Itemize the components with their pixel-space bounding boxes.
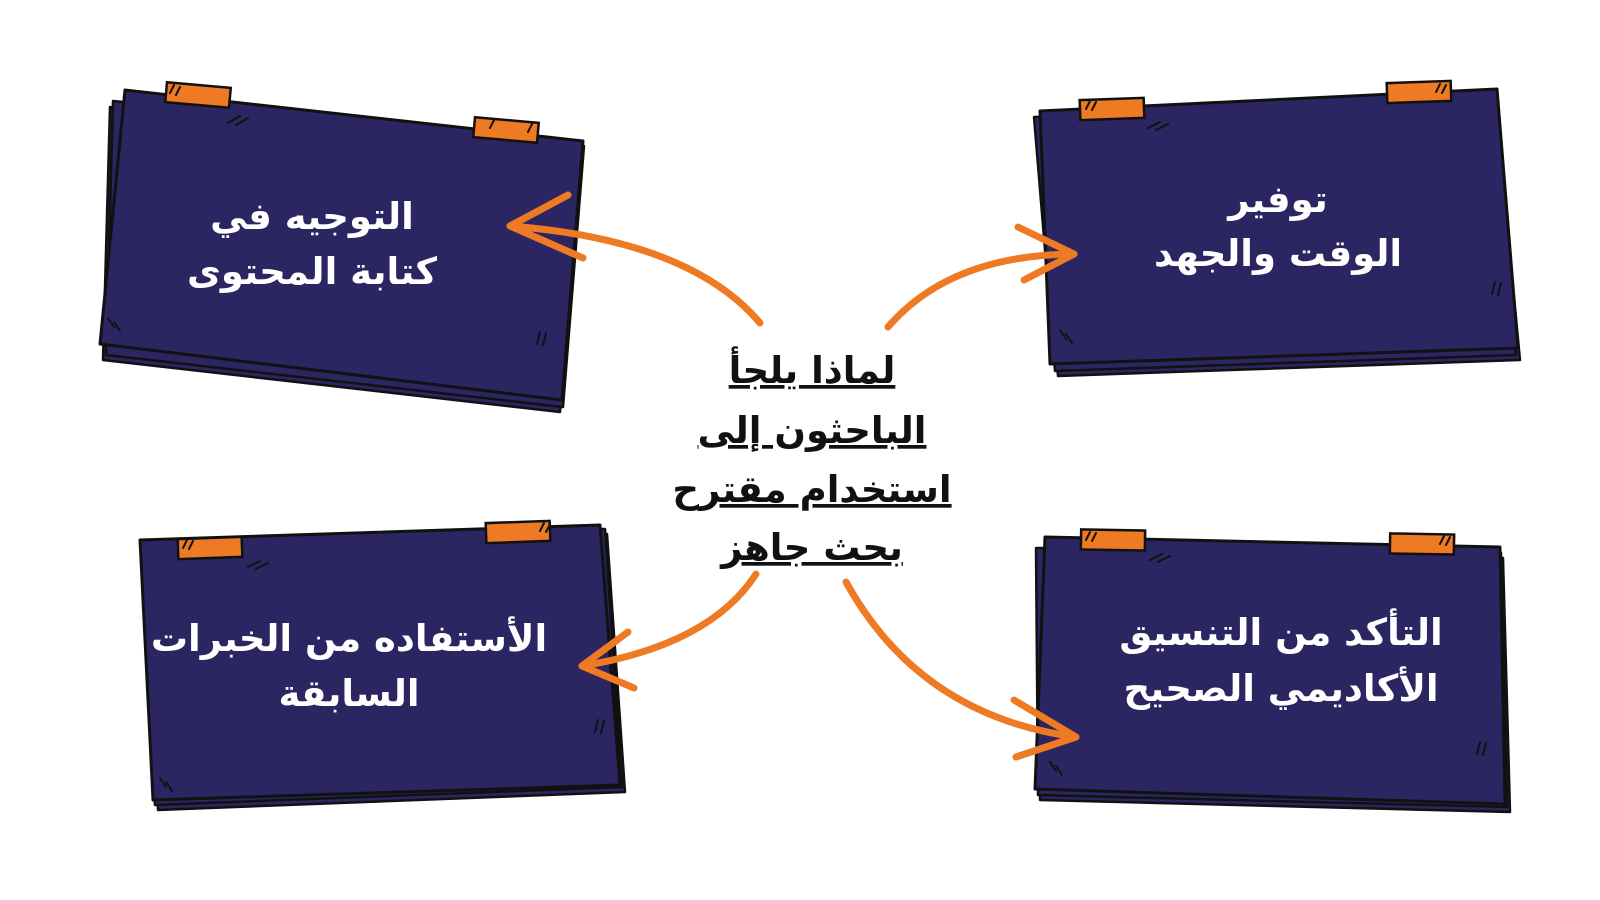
center-line-4: بحث جاهز <box>719 526 903 569</box>
note-top-right: توفير الوقت والجهد <box>1032 79 1522 378</box>
note-bottom-right-line-2: الأكاديمي الصحيح <box>1123 665 1438 710</box>
center-line-2: الباحثون إلى <box>697 409 926 452</box>
tape <box>1079 528 1147 552</box>
arrow-to-top-right <box>884 223 1078 331</box>
arrow-to-top-left <box>506 191 764 327</box>
center-line-1: لماذا يلجأ <box>729 346 896 392</box>
note-top-left-line-2: كتابة المحتوى <box>187 250 437 293</box>
tape <box>1385 79 1453 105</box>
note-top-left: التوجيه في كتابة المحتوى <box>98 80 586 414</box>
note-bottom-right-line-1: التأكد من التنسيق <box>1119 608 1442 654</box>
tape <box>163 80 233 110</box>
arrow-to-bottom-left <box>578 570 760 692</box>
center-question: لماذا يلجأ الباحثون إلى استخدام مقترح بح… <box>672 346 951 569</box>
tape <box>1388 532 1456 556</box>
note-bottom-left: الأستفاده من الخبرات السابقة <box>138 519 627 812</box>
note-top-left-line-1: التوجيه في <box>210 195 414 238</box>
note-top-right-line-1: توفير <box>1226 178 1327 221</box>
tape <box>471 115 541 145</box>
center-line-3: استخدام مقترح <box>672 468 951 512</box>
note-top-right-line-2: الوقت والجهد <box>1154 232 1402 275</box>
note-bottom-left-line-2: السابقة <box>278 672 419 715</box>
tape <box>176 535 244 561</box>
note-bottom-right: التأكد من التنسيق الأكاديمي الصحيح <box>1033 528 1512 814</box>
tape <box>484 519 552 545</box>
note-bottom-left-line-1: الأستفاده من الخبرات <box>151 615 547 660</box>
arrow-to-bottom-right <box>842 578 1080 761</box>
